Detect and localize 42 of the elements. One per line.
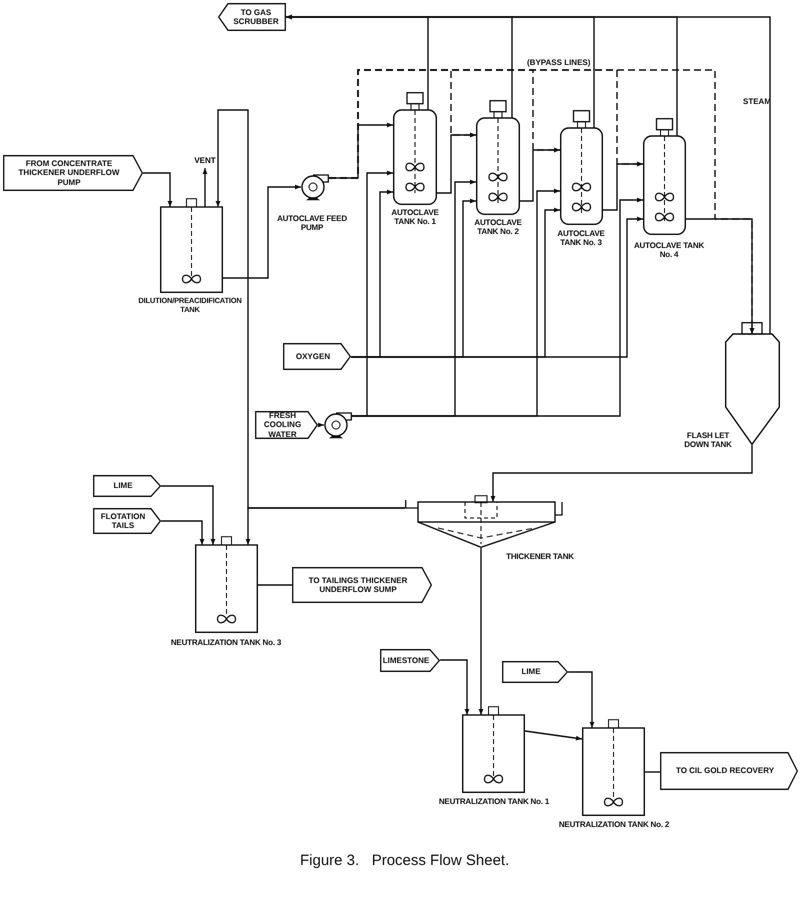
- pipe-line: [524, 730, 582, 741]
- equipment-label: AUTOCLAVE FEED PUMP: [276, 214, 348, 232]
- figure-caption: Figure 3. Process Flow Sheet.: [300, 852, 510, 869]
- equipment-label: NEUTRALIZATION TANK No. 1: [438, 797, 550, 806]
- bypass-line: [329, 69, 754, 334]
- stream-tag: FROM CONCENTRATE THICKENER UNDERFLOW PUMP: [3, 155, 143, 191]
- pipe-line: [258, 584, 292, 586]
- pipe-line: [223, 184, 301, 279]
- stream-tag: LIME: [93, 475, 161, 497]
- pipe-line: [568, 671, 594, 728]
- stream-tag: LIME: [502, 661, 568, 683]
- pipe-line: [161, 485, 216, 545]
- pipe-line: [246, 507, 405, 545]
- pipe-line: [478, 548, 484, 715]
- stream-tag: FRESH COOLING WATER: [255, 411, 318, 439]
- equipment-label: NEUTRALIZATION TANK No. 3: [170, 638, 282, 648]
- equipment-label: AUTOCLAVE TANK No. 2: [473, 218, 523, 236]
- pipe-line: [202, 168, 208, 207]
- pipe-line: [352, 198, 643, 417]
- pipe-line: [318, 422, 324, 428]
- stream-tag: TO CIL GOLD RECOVERY: [660, 752, 798, 790]
- flow-label: (BYPASS LINES): [527, 58, 590, 67]
- stream-tag: FLOTATION TAILS: [93, 508, 161, 534]
- pipe-line: [440, 659, 470, 715]
- pipe-line: [286, 14, 771, 334]
- pipe-line: [645, 771, 660, 773]
- pipe-line: [603, 162, 643, 211]
- stream-tag: TO TAILINGS THICKENER UNDERFLOW SUMP: [292, 567, 432, 603]
- stream-tag: LIMESTONE: [380, 649, 440, 672]
- flow-label: VENT: [193, 156, 217, 168]
- pipe-line: [351, 216, 643, 358]
- pipe-line: [490, 445, 753, 502]
- pipe-line: [143, 172, 172, 207]
- pipe-line: [161, 520, 204, 545]
- stream-tag: OXYGEN: [283, 343, 351, 370]
- equipment-label: AUTOCLAVE TANK No. 3: [556, 229, 606, 248]
- equipment-label: AUTOCLAVE TANK No. 1: [390, 208, 440, 226]
- equipment-label: AUTOCLAVE TANK No. 4: [632, 241, 706, 260]
- equipment-label: THICKENER TANK: [505, 552, 575, 562]
- equipment-label: NEUTRALIZATION TANK No. 2: [558, 820, 670, 830]
- stream-tag: TO GAS SCRUBBER: [218, 3, 286, 31]
- equipment-label: FLASH LET DOWN TANK: [683, 431, 733, 450]
